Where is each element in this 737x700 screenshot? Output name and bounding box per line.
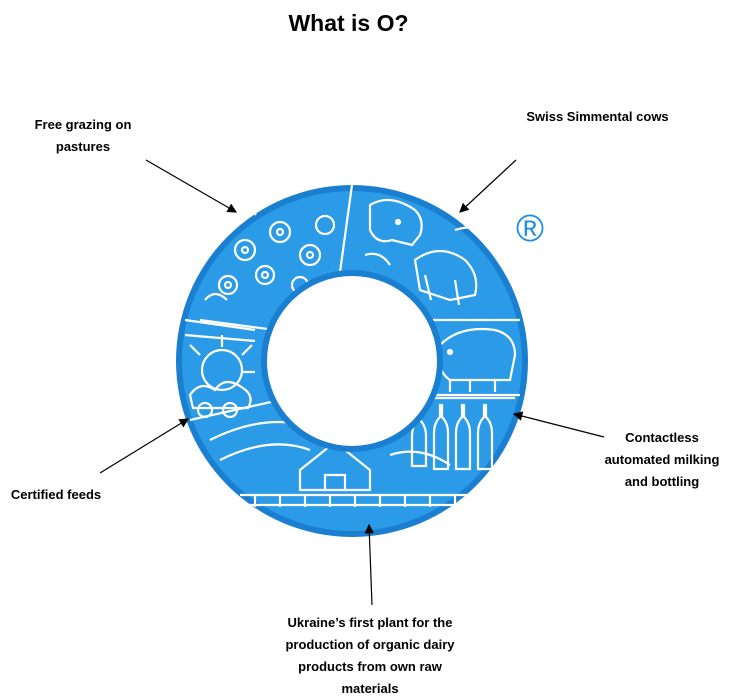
divider-top [338,185,354,273]
arrow-cows [459,159,517,213]
arrow-feeds [99,418,190,474]
divider-left-upper [199,318,276,332]
arrow-grazing [145,159,238,213]
callout-certified-feeds: Certified feeds [10,487,102,502]
organic-ring-logo [176,185,528,537]
registered-trademark-icon: ® [516,208,544,250]
callout-swiss-cows: Swiss Simmental cows [526,109,669,124]
callout-automated-milking: Contactless automated milking and bottli… [604,430,720,489]
sun-clouds-icon [184,318,256,419]
arrow-plant [364,523,375,606]
arrow-milking [512,411,605,438]
callout-free-grazing: Free grazing on pastures [34,117,132,154]
page-title: What is O? [288,10,409,36]
callout-first-plant: Ukraine’s first plant for the production… [285,615,455,696]
ring-center [261,270,443,452]
farm-plant-icon [209,420,470,507]
callout-arrows [99,159,605,606]
